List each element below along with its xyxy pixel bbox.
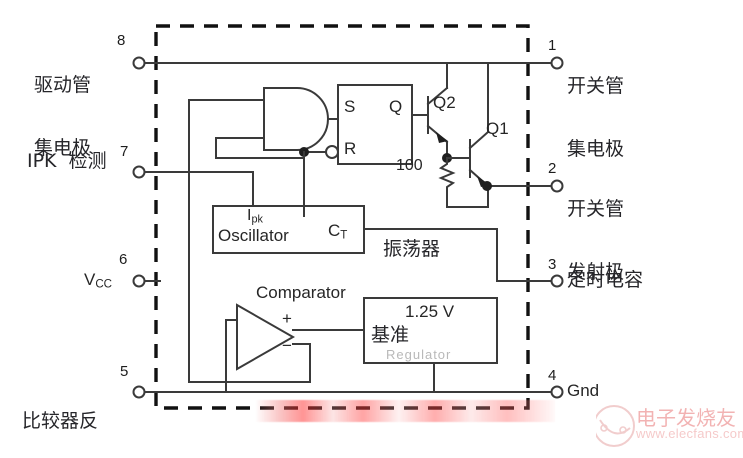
oscillator-ct-label: CT [328, 221, 348, 242]
flipflop-r-label: R [344, 139, 357, 158]
vcc-subscript: CC [95, 278, 113, 291]
reference-voltage-label: 1.25 V [405, 302, 455, 321]
pin-2-label-line2: 发射极 [567, 261, 625, 284]
pin-2-label-line1: 开关管 [567, 197, 625, 220]
pin-3-label: 定时电容 [567, 269, 644, 291]
pin-3-lead [496, 274, 564, 288]
pin-8-label-line2: 集电极 [34, 137, 92, 160]
oscillator-ipk-label: Ipk [247, 207, 263, 226]
reference-faded-label: Regulator [386, 347, 452, 362]
pin-6-number: 6 [119, 251, 128, 268]
pin-3-number: 3 [548, 256, 557, 273]
resistor-100-label: 100 [396, 157, 423, 174]
voltage-reference-symbol [188, 297, 529, 393]
pin-8-label-line1: 驱动管 [34, 73, 92, 96]
pin-1-label-line2: 集电极 [567, 138, 625, 161]
pin-5-label-line1: 比较器反 [22, 409, 99, 432]
flipflop-q-label: Q [389, 97, 403, 116]
oscillator-name-label: Oscillator [218, 226, 289, 245]
reference-cn-label: 基准 [371, 324, 410, 346]
transistor-q2-symbol [426, 62, 452, 163]
pin-2-label: 开关管 发射极 [567, 156, 624, 326]
ipk-subscript: pk [251, 213, 263, 226]
pin-5-number: 5 [120, 363, 129, 380]
pin-6-lead [132, 274, 161, 288]
pin-7-lead [132, 165, 254, 179]
pin-7-label: IPK 检测 [27, 150, 107, 172]
comparator-title: Comparator [256, 283, 346, 302]
pin-8-label: 驱动管 集电极 [34, 32, 91, 202]
transistor-q2-label: Q2 [433, 93, 456, 112]
pin-1-number: 1 [548, 37, 557, 54]
pin-8-lead [132, 56, 529, 70]
transistor-q1-symbol [446, 62, 492, 208]
pin-2-number: 2 [548, 160, 557, 177]
pin-8-number: 8 [117, 32, 126, 49]
comparator-symbol [188, 303, 365, 393]
pin-4-label: Gnd [567, 381, 600, 400]
pin-7-number: 7 [120, 143, 129, 160]
pin-1-lead [527, 56, 564, 70]
ct-subscript: T [340, 229, 348, 242]
pin-4-lead [527, 385, 564, 399]
pin-4-number: 4 [548, 367, 557, 384]
ic-boundary [154, 24, 530, 410]
and-gate-symbol [188, 87, 339, 383]
pin-5-label: 比较器反 相输入 [22, 368, 98, 458]
flipflop-s-label: S [344, 97, 356, 116]
resistor-100-symbol [438, 157, 488, 208]
pin-1-label-line1: 开关管 [567, 74, 625, 97]
pin-6-label: VCC [84, 270, 113, 291]
sr-flipflop-symbol [299, 84, 429, 217]
transistor-q1-label: Q1 [486, 119, 509, 138]
comparator-minus-label: − [282, 336, 292, 355]
comparator-plus-label: + [282, 309, 292, 328]
pin-2-lead [486, 179, 564, 193]
oscillator-symbol [212, 171, 498, 282]
oscillator-cn-label: 振荡器 [383, 238, 441, 260]
pin-1-label: 开关管 集电极 [567, 33, 624, 203]
